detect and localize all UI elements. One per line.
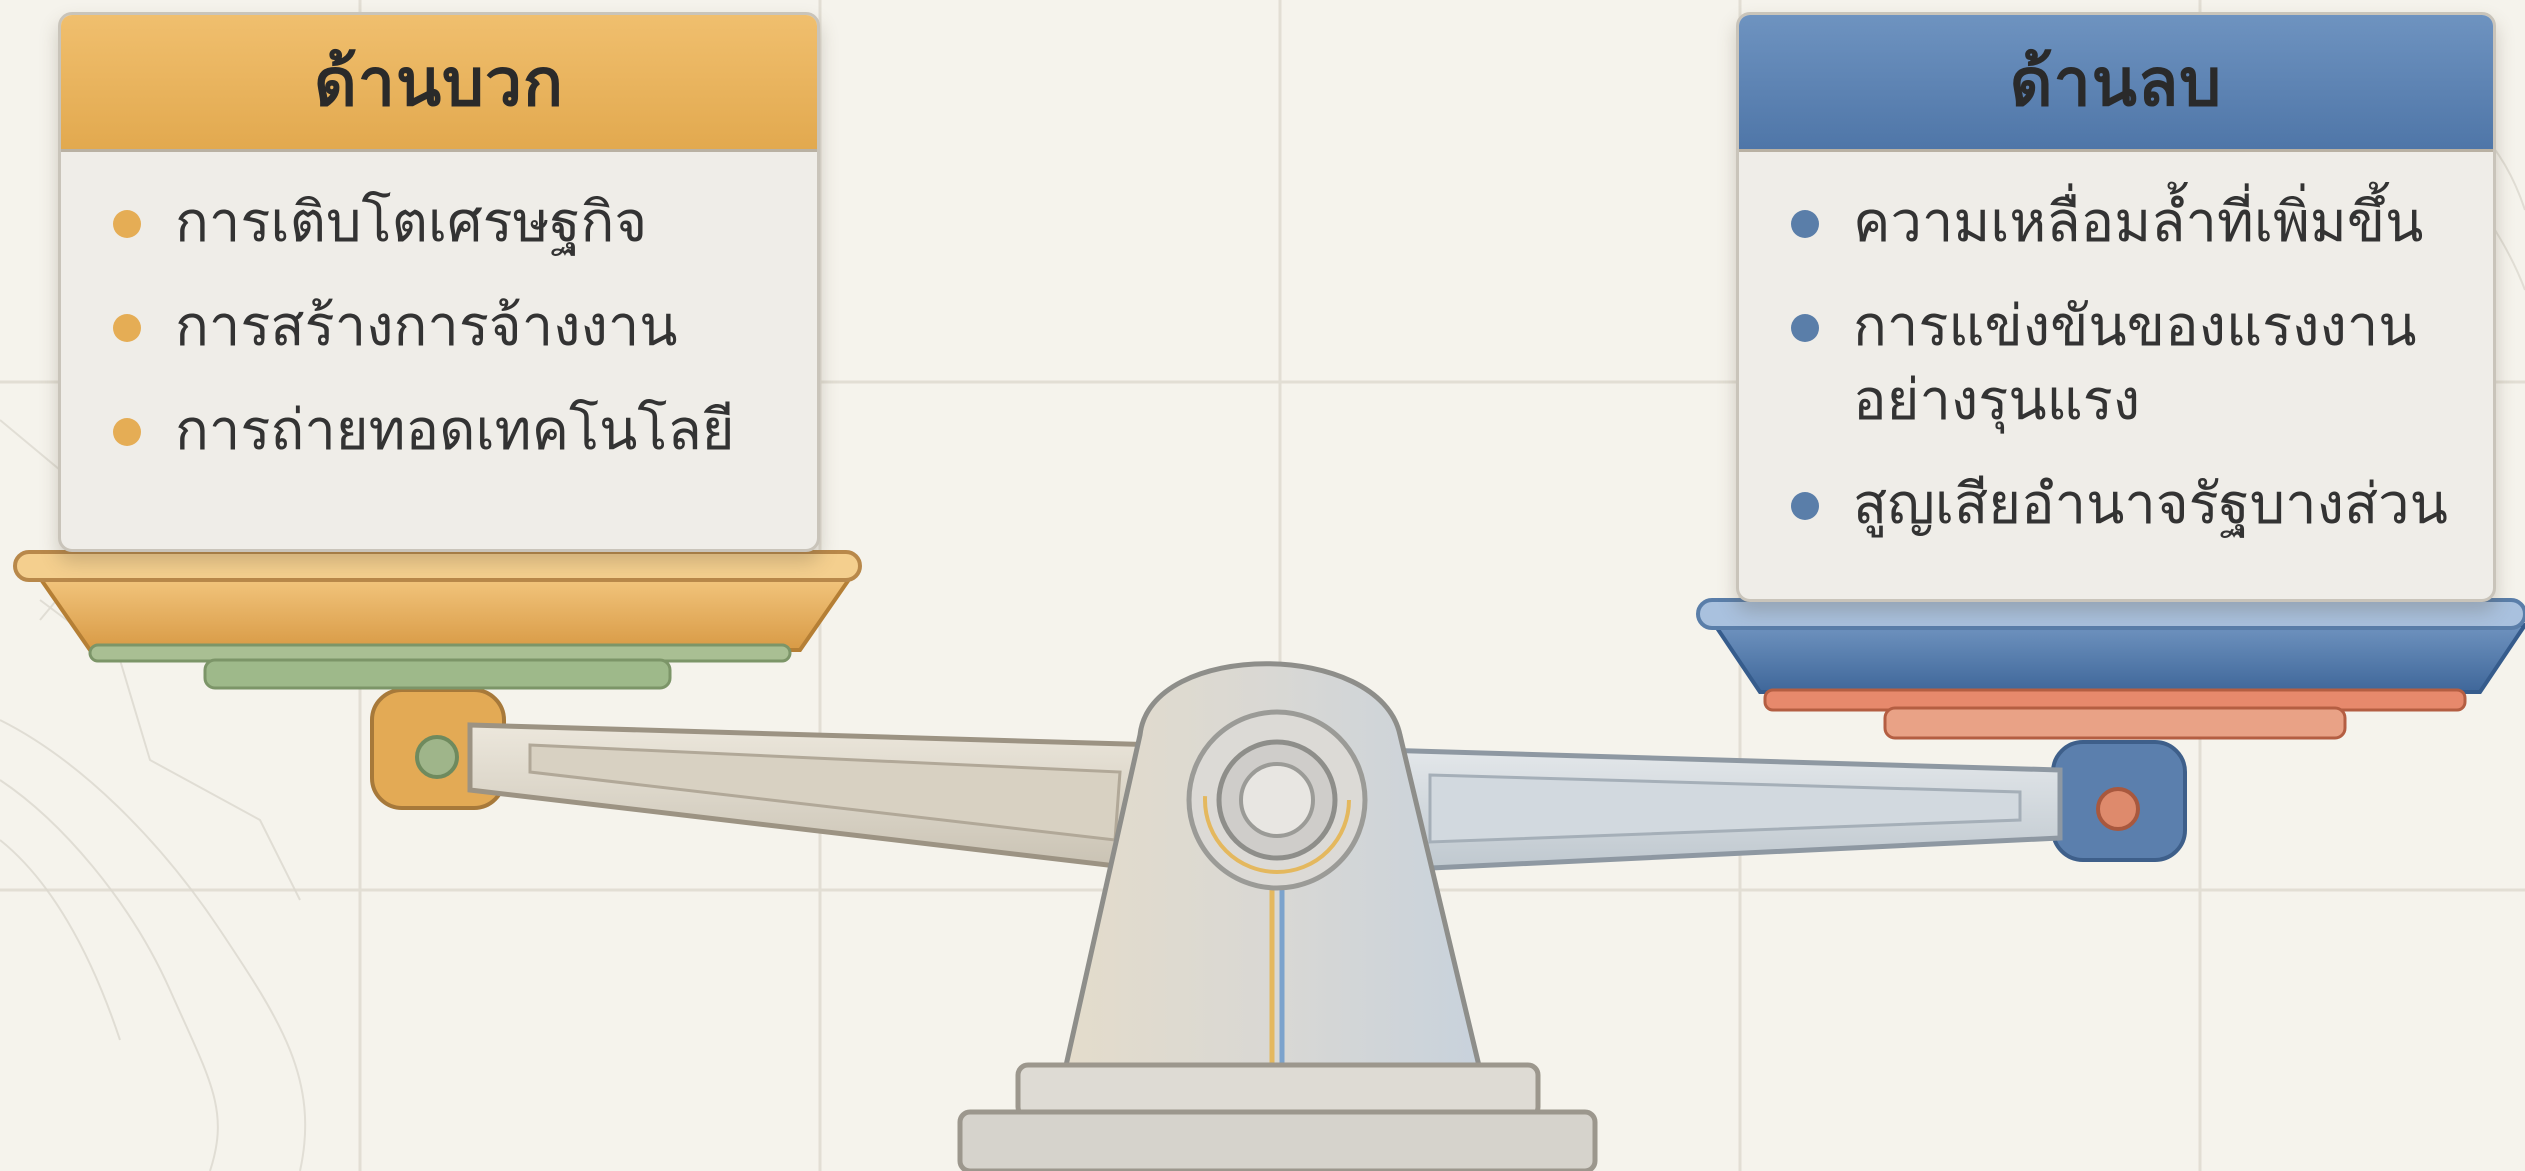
list-item-text: การแข่งขันของแรงงานอย่างรุนแรง [1853, 294, 2417, 433]
negative-list: ความเหลื่อมล้ำที่เพิ่มขึ้น การแข่งขันของ… [1739, 152, 2493, 592]
left-pan [13, 550, 862, 810]
bullet-dot [1791, 314, 1819, 342]
bullet-dot [113, 314, 141, 342]
list-item: การเติบโตเศรษฐกิจ [113, 186, 777, 260]
negative-title: ด้านลบ [2009, 43, 2223, 121]
positive-title: ด้านบวก [314, 43, 564, 121]
right-pan [1696, 598, 2525, 862]
positive-list: การเติบโตเศรษฐกิจ การสร้างการจ้างงาน การ… [61, 152, 817, 518]
scale-stand [957, 661, 1598, 1171]
list-item: การถ่ายทอดเทคโนโลยี [113, 394, 777, 468]
negative-card-header: ด้านลบ [1739, 15, 2493, 152]
list-item-text: สูญเสียอำนาจรัฐบางส่วน [1853, 472, 2448, 537]
bullet-dot [113, 210, 141, 238]
list-item-text: การสร้างการจ้างงาน [175, 294, 678, 359]
bullet-dot [113, 418, 141, 446]
positive-card: ด้านบวก การเติบโตเศรษฐกิจ การสร้างการจ้า… [58, 12, 820, 552]
list-item: ความเหลื่อมล้ำที่เพิ่มขึ้น [1791, 186, 2453, 260]
list-item: การแข่งขันของแรงงานอย่างรุนแรง [1791, 290, 2453, 438]
list-item-text: ความเหลื่อมล้ำที่เพิ่มขึ้น [1853, 190, 2424, 255]
list-item: การสร้างการจ้างงาน [113, 290, 777, 364]
list-item-text: การถ่ายทอดเทคโนโลยี [175, 398, 735, 463]
positive-card-header: ด้านบวก [61, 15, 817, 152]
bullet-dot [1791, 492, 1819, 520]
list-item-text: การเติบโตเศรษฐกิจ [175, 190, 648, 255]
negative-card: ด้านลบ ความเหลื่อมล้ำที่เพิ่มขึ้น การแข่… [1736, 12, 2496, 602]
list-item: สูญเสียอำนาจรัฐบางส่วน [1791, 468, 2453, 542]
bullet-dot [1791, 210, 1819, 238]
scale-beam [467, 722, 2063, 873]
